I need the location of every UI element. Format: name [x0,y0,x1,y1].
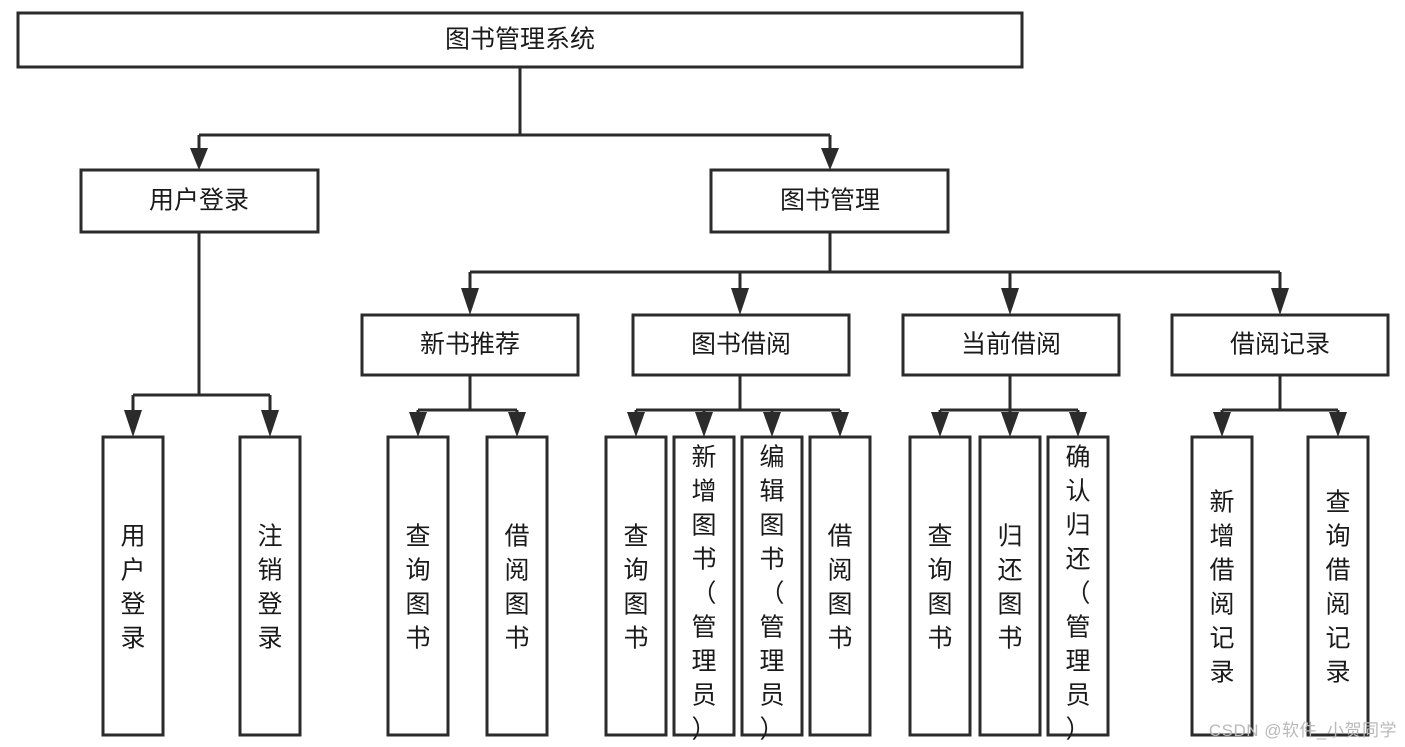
node-user-login-box[interactable] [79,168,320,234]
arrowhead-user-login [190,148,208,170]
leaf-current-borrow-0[interactable]: 查询图书 [908,435,972,737]
leaf-current-borrow-1-box[interactable] [978,435,1042,737]
leaf-new-book-1-box[interactable] [485,435,549,737]
leaf-borrow-record-1-box[interactable] [1306,435,1370,737]
node-book-management-box[interactable] [709,168,950,234]
node-book-borrow-box[interactable] [631,313,851,377]
leaf-current-borrow-2[interactable]: 确认归还（管理员） [1046,435,1110,744]
arrowhead-leaf-current-0 [931,412,949,437]
arrowhead-book-mgmt [821,148,839,170]
leaf-new-book-0[interactable]: 查询图书 [386,435,450,737]
node-new-book-recommend-box[interactable] [360,313,580,377]
arrowhead-leaf-current-1 [1001,412,1019,437]
leaf-borrow-record-0-box[interactable] [1190,435,1254,737]
leaf-borrow-record-1[interactable]: 查询借阅记录 [1306,435,1370,737]
leaf-book-borrow-2[interactable]: 编辑图书（管理员） [740,435,804,744]
node-user-login-label: 用户登录 [149,187,249,215]
node-current-borrow-label: 当前借阅 [961,331,1061,359]
leaf-user-login-0[interactable]: 用户登录 [101,435,165,737]
node-borrow-record-label: 借阅记录 [1230,331,1330,359]
leaf-new-book-1[interactable]: 借阅图书 [485,435,549,737]
arrowhead-level3-0 [461,288,479,315]
arrowhead-leaf-borrow-0 [627,412,645,437]
arrowhead-level3-3 [1271,288,1289,315]
leaf-user-login-1-box[interactable] [238,435,302,737]
node-borrow-record-box[interactable] [1170,313,1390,377]
leaf-book-borrow-0[interactable]: 查询图书 [604,435,668,737]
arrowhead-leaf-user-login-1 [261,410,279,437]
leaf-book-borrow-2-box[interactable] [740,435,804,737]
arrowhead-level3-1 [731,288,749,315]
leaf-new-book-0-box[interactable] [386,435,450,737]
leaf-book-borrow-1[interactable]: 新增图书（管理员） [672,435,736,744]
arrowhead-leaf-newbook-1 [508,412,526,437]
arrowhead-leaf-user-login-0 [124,410,142,437]
arrowhead-leaf-record-0 [1213,412,1231,437]
node-current-borrow[interactable]: 当前借阅 [901,313,1121,377]
leaf-book-borrow-0-label: 查询图书 [623,523,648,653]
leaf-user-login-1[interactable]: 注销登录 [238,435,302,737]
leaf-book-borrow-3[interactable]: 借阅图书 [808,435,872,737]
leaf-current-borrow-2-label: 确认归还（管理员） [1065,444,1090,744]
node-root-label: 图书管理系统 [445,26,595,54]
leaf-new-book-1-label: 借阅图书 [504,523,529,653]
leaf-borrow-record-0[interactable]: 新增借阅记录 [1190,435,1254,737]
node-user-login[interactable]: 用户登录 [79,168,320,234]
node-root-box[interactable] [16,11,1024,69]
connectors-group [124,67,1347,437]
leaf-book-borrow-0-box[interactable] [604,435,668,737]
arrowhead-leaf-borrow-1 [695,412,713,437]
arrowhead-leaf-record-1 [1329,412,1347,437]
node-new-book-recommend-label: 新书推荐 [420,331,520,359]
leaf-current-borrow-1[interactable]: 归还图书 [978,435,1042,737]
leaf-user-login-0-box[interactable] [101,435,165,737]
leaf-current-borrow-1-label: 归还图书 [997,523,1022,653]
leaf-current-borrow-0-label: 查询图书 [927,523,952,653]
arrowhead-leaf-current-2 [1069,412,1087,437]
node-new-book-recommend[interactable]: 新书推荐 [360,313,580,377]
node-book-borrow-label: 图书借阅 [691,331,791,359]
node-book-borrow[interactable]: 图书借阅 [631,313,851,377]
arrowhead-leaf-borrow-2 [763,412,781,437]
node-borrow-record[interactable]: 借阅记录 [1170,313,1390,377]
node-book-management-label: 图书管理 [780,187,880,215]
arrowhead-leaf-borrow-3 [831,412,849,437]
leaf-book-borrow-1-box[interactable] [672,435,736,737]
leaf-book-borrow-3-label: 借阅图书 [827,523,852,653]
leaf-borrow-record-1-label: 查询借阅记录 [1325,489,1350,687]
leaf-book-borrow-3-box[interactable] [808,435,872,737]
node-root[interactable]: 图书管理系统 [16,11,1024,69]
leaf-new-book-0-label: 查询图书 [405,523,430,653]
leaf-book-borrow-2-label: 编辑图书（管理员） [759,444,784,744]
leaf-borrow-record-0-label: 新增借阅记录 [1209,489,1234,687]
node-book-management[interactable]: 图书管理 [709,168,950,234]
leaf-book-borrow-1-label: 新增图书（管理员） [691,444,716,744]
leaf-user-login-1-label: 注销登录 [257,523,282,653]
csdn-watermark: CSDN @软件_小贺同学 [1208,721,1397,740]
leaf-current-borrow-0-box[interactable] [908,435,972,737]
leaf-user-login-0-label: 用户登录 [120,523,145,653]
leaf-current-borrow-2-box[interactable] [1046,435,1110,737]
node-current-borrow-box[interactable] [901,313,1121,377]
arrowhead-level3-2 [1001,288,1019,315]
arrowhead-leaf-newbook-0 [409,412,427,437]
